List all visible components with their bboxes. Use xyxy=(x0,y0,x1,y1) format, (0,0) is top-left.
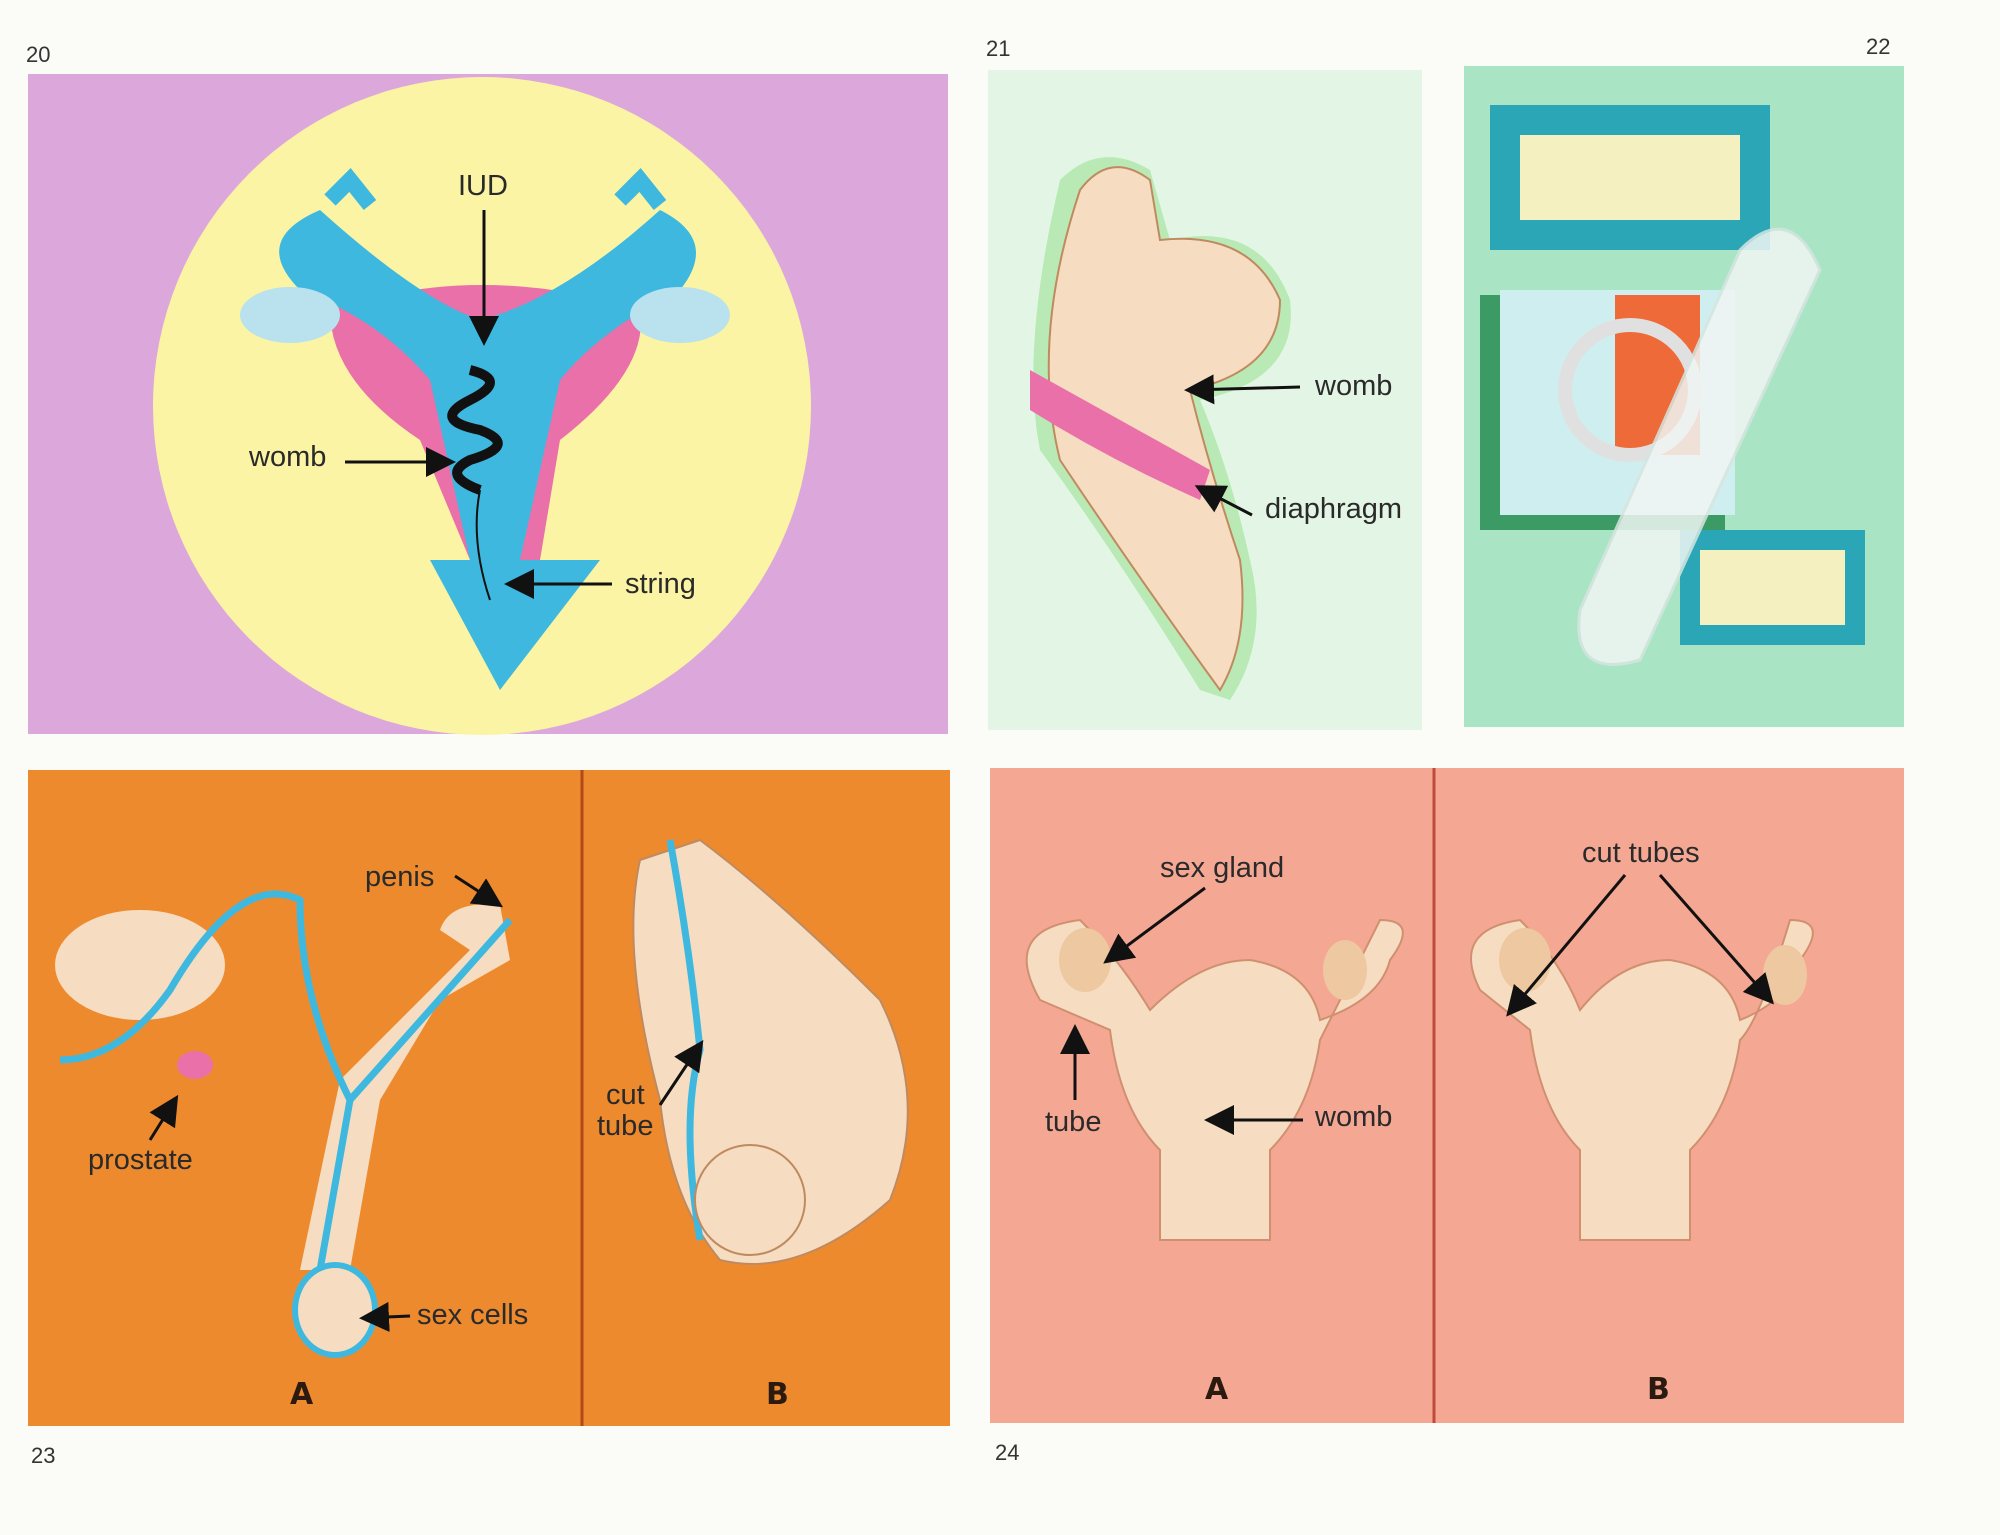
page-number-24: 24 xyxy=(995,1440,1019,1465)
iud-coil xyxy=(447,365,503,495)
label-string: string xyxy=(625,568,696,600)
label-prostate: prostate xyxy=(88,1144,193,1176)
uterus-drawing xyxy=(240,168,730,690)
label-womb-24: womb xyxy=(1314,1101,1392,1133)
figure-24-tubal-ligation: sex gland cut tubes tube womb A B xyxy=(990,768,1904,1423)
figure-23-vasectomy: penis prostate cut tube sex cells A B xyxy=(28,770,950,1426)
label-cut: cut xyxy=(606,1079,645,1111)
label-diaphragm: diaphragm xyxy=(1265,493,1402,525)
figure-20-iud: IUD womb string xyxy=(28,74,948,735)
label-tube-24: tube xyxy=(1045,1106,1101,1138)
page-number-22: 22 xyxy=(1866,34,1890,59)
condom-tube xyxy=(1577,227,1822,666)
label-a-23: A xyxy=(290,1377,314,1412)
page-number-20: 20 xyxy=(26,42,50,67)
figure-22-condoms xyxy=(1464,66,1904,727)
male-anatomy-b xyxy=(632,838,909,1265)
female-anatomy-b xyxy=(1470,918,1814,1241)
label-b-24: B xyxy=(1647,1372,1670,1407)
figure-21-diaphragm: womb diaphragm xyxy=(988,70,1422,730)
label-sex-gland: sex gland xyxy=(1160,852,1284,884)
page-number-23: 23 xyxy=(31,1443,55,1468)
label-a-24: A xyxy=(1205,1372,1229,1407)
male-anatomy-a xyxy=(55,890,513,1358)
page-number-21: 21 xyxy=(986,36,1010,61)
label-cut-tubes: cut tubes xyxy=(1582,837,1700,869)
label-penis: penis xyxy=(365,861,434,893)
label-womb-21: womb xyxy=(1314,370,1392,402)
label-sex-cells: sex cells xyxy=(417,1299,528,1331)
label-tube: tube xyxy=(597,1110,653,1142)
label-iud: IUD xyxy=(458,170,508,202)
diaphragm-shape xyxy=(1030,370,1210,500)
label-womb: womb xyxy=(248,441,326,473)
label-b-23: B xyxy=(766,1377,789,1412)
